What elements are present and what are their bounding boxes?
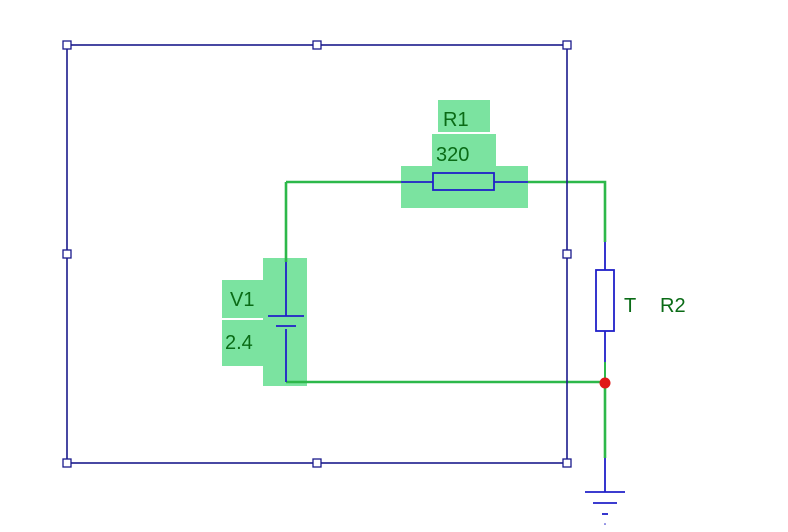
selection-frame[interactable] xyxy=(66,44,568,464)
handle-bottom-middle[interactable] xyxy=(312,458,322,468)
v1-value: 2.4 xyxy=(225,332,253,354)
handle-top-right[interactable] xyxy=(562,40,572,50)
r2-resistor[interactable] xyxy=(595,269,615,332)
selection-handles xyxy=(62,40,572,468)
ground-icon xyxy=(585,491,625,515)
component-leads xyxy=(285,181,606,492)
r1-value: 320 xyxy=(436,144,469,166)
wires xyxy=(284,180,607,458)
wire-top-right xyxy=(528,180,607,242)
handle-bottom-left[interactable] xyxy=(62,458,72,468)
v1-value-highlight xyxy=(222,320,268,366)
handle-middle-right[interactable] xyxy=(562,249,572,259)
selection-highlights xyxy=(222,100,528,386)
r1-designator: R1 xyxy=(443,109,469,131)
v1-highlight xyxy=(263,258,307,386)
v1-designator: V1 xyxy=(230,289,254,311)
v1-battery[interactable] xyxy=(268,315,304,327)
v1-label-highlight xyxy=(222,280,268,318)
handle-top-left[interactable] xyxy=(62,40,72,50)
handle-top-middle[interactable] xyxy=(312,40,322,50)
handle-middle-left[interactable] xyxy=(62,249,72,259)
handle-bottom-right[interactable] xyxy=(562,458,572,468)
r1-resistor[interactable] xyxy=(432,172,495,191)
r1-value-highlight xyxy=(432,134,496,168)
junction-dot xyxy=(599,377,611,389)
r2-prefix: T xyxy=(624,295,636,317)
ground-dot xyxy=(604,523,606,525)
r2-designator: R2 xyxy=(660,295,686,317)
r1-highlight xyxy=(438,100,490,132)
